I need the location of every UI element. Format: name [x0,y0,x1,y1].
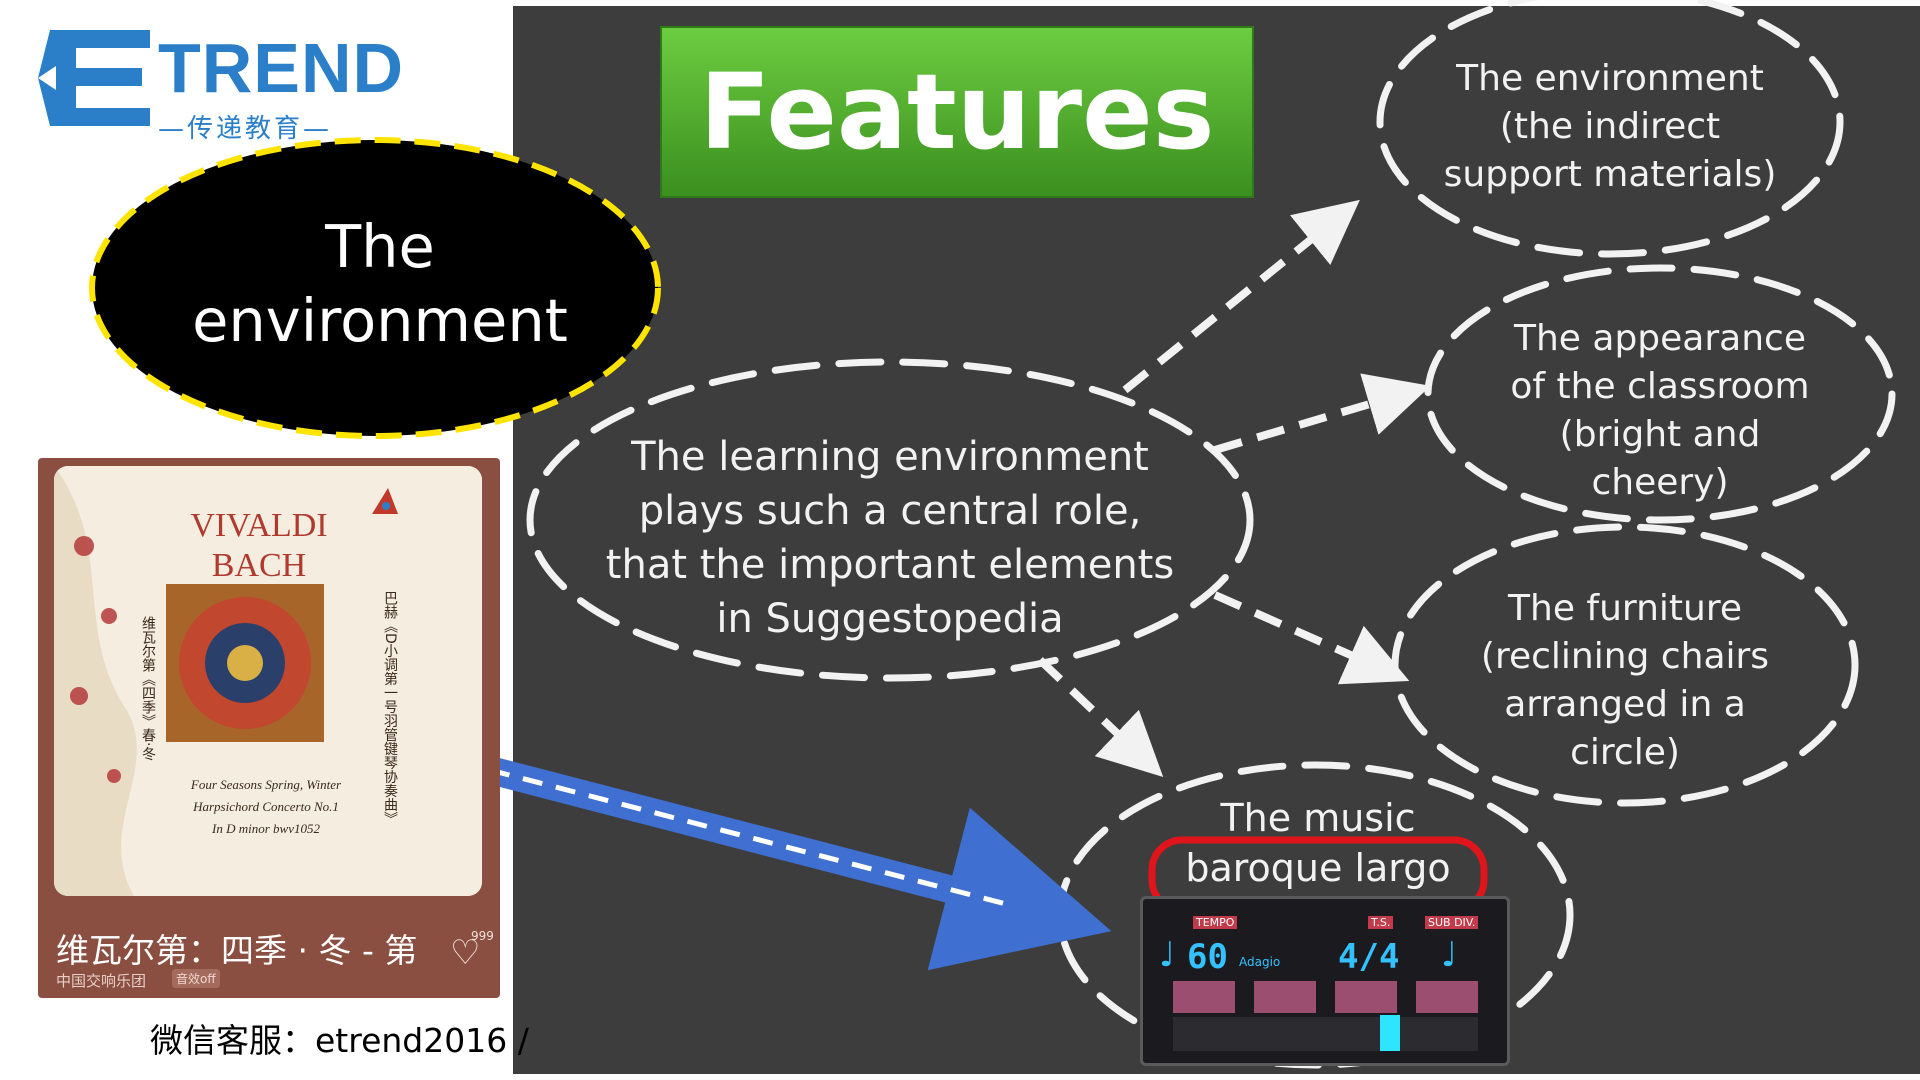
arrow-to-classroom [1213,373,1431,454]
node-classroom-line-1: The appearance [1514,318,1806,359]
node-music-line-1: The music [1220,796,1416,840]
album-cover-art [54,466,482,896]
beat-4 [1416,981,1478,1013]
node-indirect-ellipse [1376,0,1844,258]
arrow-to-music [1037,657,1164,778]
cover-vivaldi: VIVALDI [190,507,328,544]
center-node-line-4: in Suggestopedia [716,596,1064,642]
pendulum-track [1173,1017,1478,1051]
environment-label-line-1: The [325,212,435,281]
album-cover-caption: Four Seasons Spring, Winter Harpsichord … [166,774,366,840]
center-node-line-2: plays such a central role, [638,488,1142,534]
node-furniture-line-2: (reclining chairs [1480,636,1770,677]
node-music-line-2: baroque largo [1185,846,1451,890]
node-music-text: The music baroque largo [1150,793,1486,893]
album-card[interactable]: VIVALDI BACH Four Seasons Spring, Winter… [38,458,500,998]
album-cover-title: VIVALDI BACH [184,506,334,586]
node-indirect-line-1: The environment [1456,58,1764,99]
node-indirect-text: The environment (the indirect support ma… [1420,55,1800,199]
node-indirect-line-3: support materials) [1443,154,1777,195]
album-cover-side-left: 维瓦尔第《四季》春·冬 [140,616,156,761]
album-title: 维瓦尔第：四季 · 冬 - 第 [56,931,418,970]
logo-brand: TREND [158,29,405,107]
node-furniture-line-3: arranged in a [1504,684,1746,725]
environment-label: The environment [150,210,610,358]
subdiv-note-icon: ♩ [1441,935,1458,975]
beat-1 [1173,981,1235,1013]
features-title: Features [699,51,1215,173]
album-cover-side-right: 巴赫《D小调第一号羽管键琴协奏曲》 [382,591,398,826]
node-indirect-line-2: (the indirect [1499,106,1721,147]
node-classroom-text: The appearance of the classroom (bright … [1470,315,1850,507]
time-signature: 4/4 [1338,937,1400,977]
environment-ellipse [89,137,661,439]
logo: TREND —传递教育— [30,18,403,148]
node-classroom-line-4: cheery) [1591,462,1729,503]
center-node-line-1: The learning environment [631,434,1149,480]
node-classroom-line-3: (bright and [1559,414,1761,455]
node-classroom-line-2: of the classroom [1510,366,1810,407]
tempo-label: TEMPO [1193,916,1238,929]
arrow-to-furniture [1213,591,1410,685]
bpm-value: 60 [1187,937,1228,977]
logo-e-icon [38,30,150,126]
tempo-name: Adagio [1239,955,1281,969]
environment-label-line-2: environment [192,286,568,355]
center-node-ellipse [526,358,1254,682]
subdiv-label: SUB DIV. [1425,916,1479,929]
nso-logo-icon [372,488,398,514]
heart-icon[interactable]: ♡ [450,933,481,973]
like-count: 999 [471,929,494,943]
cover-caption-2: Harpsichord Concerto No.1 [193,799,339,814]
ts-label: T.S. [1368,916,1394,929]
beat-3 [1335,981,1397,1013]
album-badge[interactable]: 音效off [172,969,220,988]
beat-2 [1254,981,1316,1013]
center-node-text: The learning environment plays such a ce… [560,430,1220,646]
arrow-to-indirect [1122,199,1360,394]
center-node-line-3: that the important elements [605,542,1175,588]
wechat-contact: 微信客服：etrend2016 / [150,1021,529,1060]
logo-tagline: —传递教育— [158,114,333,144]
node-furniture-line-4: circle) [1570,732,1680,773]
metronome-widget: TEMPO T.S. SUB DIV. ♩ 60 Adagio 4/4 ♩ [1140,896,1510,1066]
quarter-note-icon: ♩ [1159,935,1176,975]
cover-bach: BACH [211,547,307,584]
album-artist: 中国交响乐团 [56,972,147,990]
album-cover: VIVALDI BACH Four Seasons Spring, Winter… [54,466,482,896]
cover-caption-1: Four Seasons Spring, Winter [190,777,342,792]
node-furniture-line-1: The furniture [1508,588,1742,629]
album-arrow-dashes [489,767,1011,908]
pendulum-marker [1380,1015,1400,1051]
cover-caption-3: In D minor bwv1052 [212,821,320,836]
node-furniture-text: The furniture (reclining chairs arranged… [1430,585,1820,777]
features-banner: Features [660,26,1254,198]
